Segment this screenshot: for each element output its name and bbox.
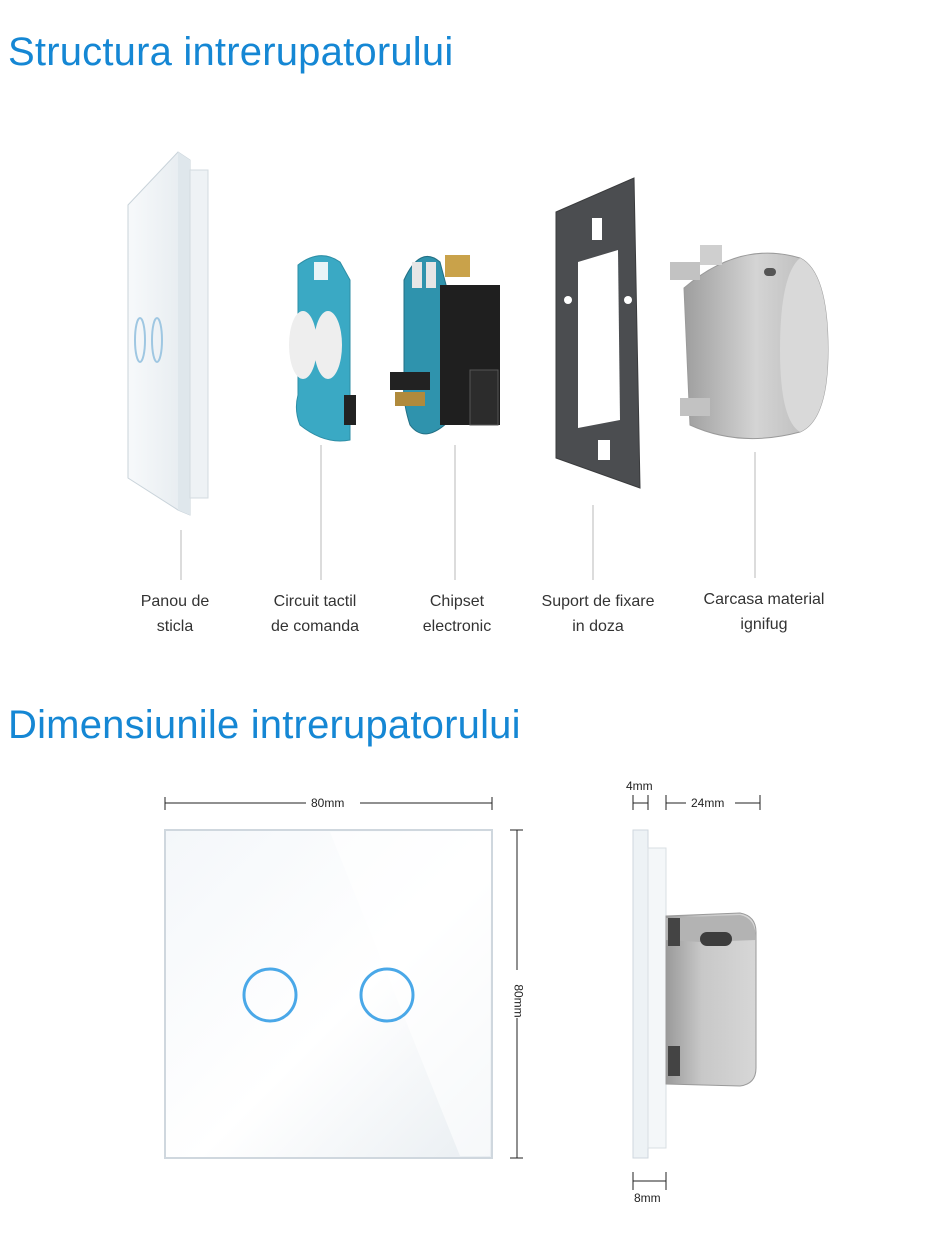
height-dimension-line — [510, 829, 523, 1159]
frame-depth-label: 8mm — [634, 1191, 661, 1205]
height-label: 80mm — [511, 984, 526, 1018]
touch-button-2 — [359, 967, 415, 1023]
glass-depth-label: 4mm — [626, 779, 653, 793]
touch-button-1 — [242, 967, 298, 1023]
depth-dimension-lines — [632, 795, 761, 1190]
dimensions-title: Dimensiunile intrerupatorului — [8, 703, 521, 747]
housing — [670, 245, 829, 439]
width-label: 80mm — [311, 796, 345, 810]
width-dimension-line — [164, 797, 493, 810]
glass-panel — [127, 151, 209, 516]
box-depth-label: 24mm — [691, 796, 725, 810]
structure-title: Structura intrerupatorului — [8, 30, 454, 74]
front-panel — [164, 829, 493, 1159]
touch-circuit — [289, 255, 356, 442]
side-view — [632, 829, 757, 1159]
leader-lines — [180, 445, 756, 580]
mounting-frame — [555, 177, 641, 489]
chipset — [390, 255, 500, 435]
